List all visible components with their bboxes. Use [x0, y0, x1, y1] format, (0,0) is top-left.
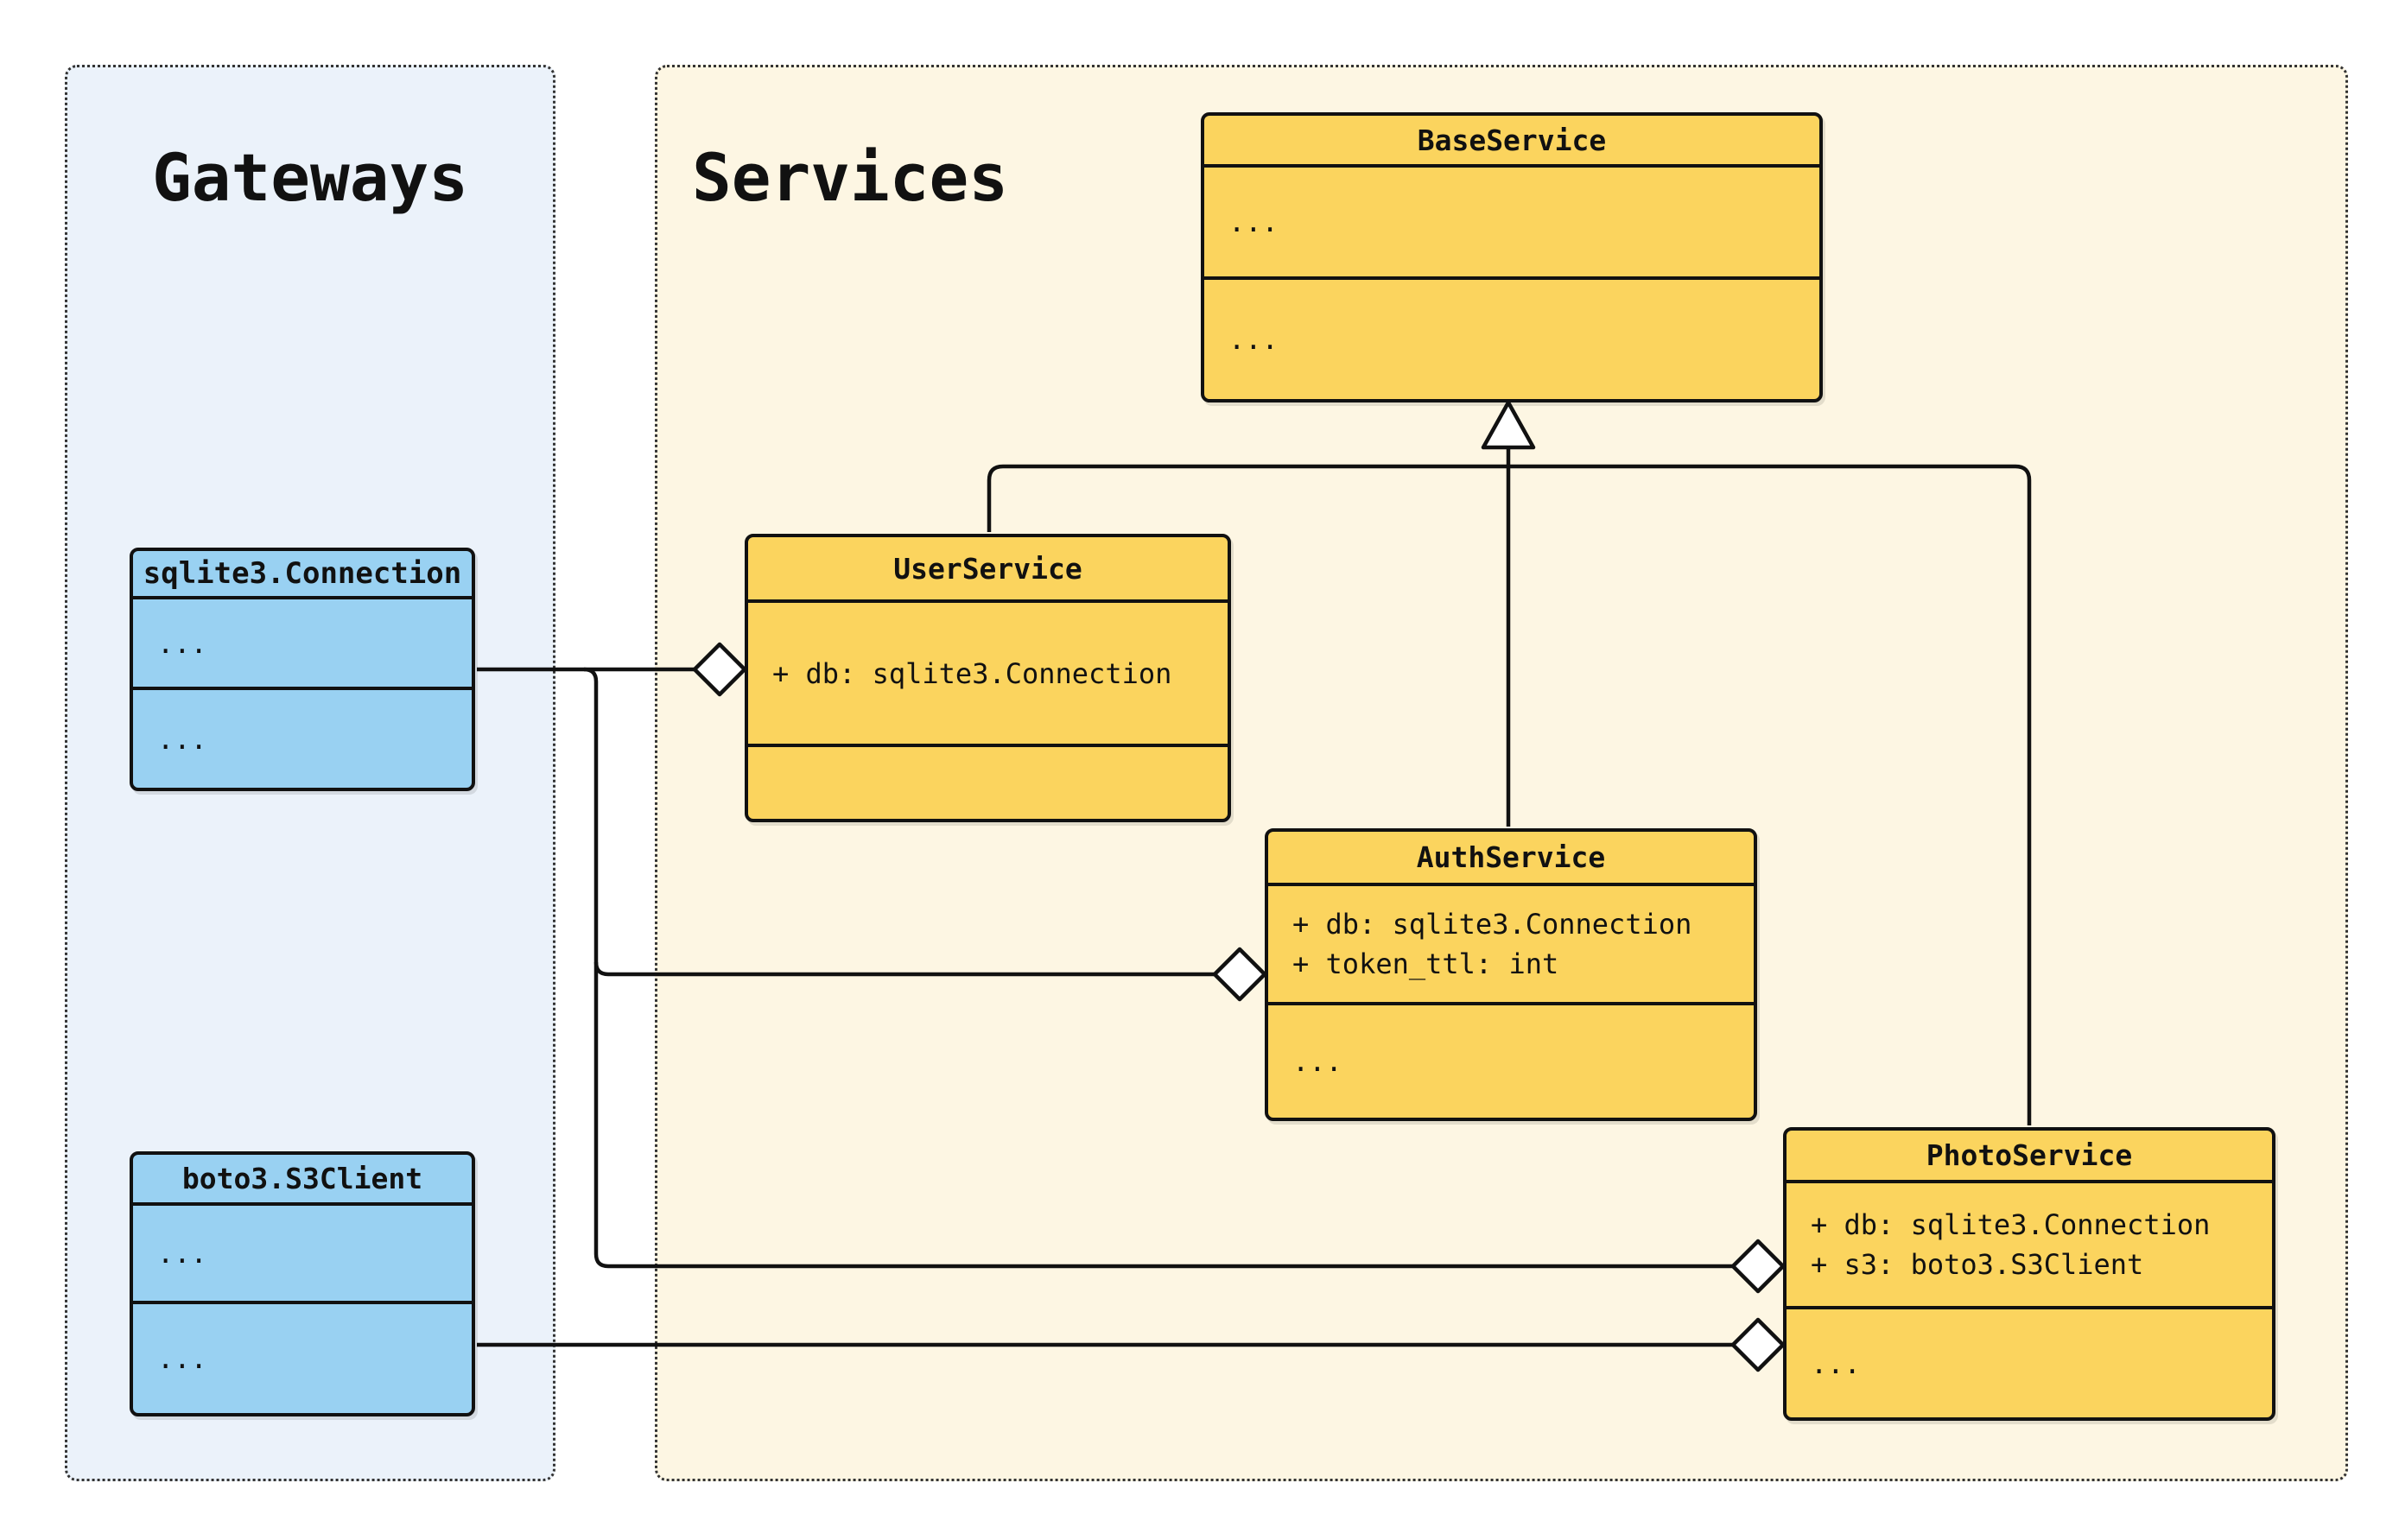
- methods-compartment: ...: [133, 690, 472, 788]
- methods-compartment: ...: [1787, 1309, 2272, 1417]
- attribute-line-1: + db: sqlite3.Connection: [1811, 1208, 2211, 1241]
- attributes-text: + db: sqlite3.Connection: [772, 656, 1172, 690]
- class-box-authservice: AuthService + db: sqlite3.Connection + to…: [1265, 828, 1757, 1121]
- class-title: UserService: [748, 537, 1228, 603]
- methods-text: ...: [1228, 323, 1279, 356]
- class-box-sqlite3-connection: sqlite3.Connection ... ...: [130, 548, 475, 791]
- class-title: PhotoService: [1787, 1131, 2272, 1183]
- attribute-line-1: + db: sqlite3.Connection: [1292, 908, 1692, 941]
- class-box-photoservice: PhotoService + db: sqlite3.Connection + s…: [1783, 1127, 2275, 1421]
- methods-text: ...: [1292, 1045, 1342, 1078]
- group-services-title: Services: [692, 139, 1009, 216]
- attributes-compartment: ...: [1204, 168, 1819, 280]
- attributes-text: ...: [157, 626, 207, 660]
- methods-compartment: ...: [1204, 280, 1819, 399]
- methods-compartment: [748, 747, 1228, 819]
- class-title: AuthService: [1268, 832, 1754, 886]
- class-title: boto3.S3Client: [133, 1155, 472, 1206]
- methods-compartment: ...: [1268, 1005, 1754, 1118]
- attributes-compartment: + db: sqlite3.Connection + token_ttl: int: [1268, 886, 1754, 1005]
- attributes-compartment: + db: sqlite3.Connection + s3: boto3.S3Cl…: [1787, 1183, 2272, 1309]
- attributes-text: ...: [1228, 206, 1279, 238]
- methods-text: ...: [1811, 1347, 1861, 1380]
- attribute-line-2: + s3: boto3.S3Client: [1811, 1248, 2144, 1281]
- attributes-compartment: ...: [133, 599, 472, 690]
- attribute-line-2: + token_ttl: int: [1292, 947, 1559, 980]
- methods-text: ...: [157, 722, 207, 756]
- methods-compartment: ...: [133, 1304, 472, 1413]
- attributes-compartment: ...: [133, 1206, 472, 1304]
- class-title: BaseService: [1204, 116, 1819, 168]
- methods-text: ...: [157, 1342, 207, 1375]
- attributes-compartment: + db: sqlite3.Connection: [748, 603, 1228, 747]
- attributes-text: ...: [157, 1237, 207, 1270]
- class-box-baseservice: BaseService ... ...: [1201, 112, 1823, 402]
- class-box-userservice: UserService + db: sqlite3.Connection: [745, 534, 1231, 822]
- class-title: sqlite3.Connection: [133, 551, 472, 599]
- group-gateways-title: Gateways: [151, 139, 469, 216]
- class-box-boto3-s3client: boto3.S3Client ... ...: [130, 1151, 475, 1416]
